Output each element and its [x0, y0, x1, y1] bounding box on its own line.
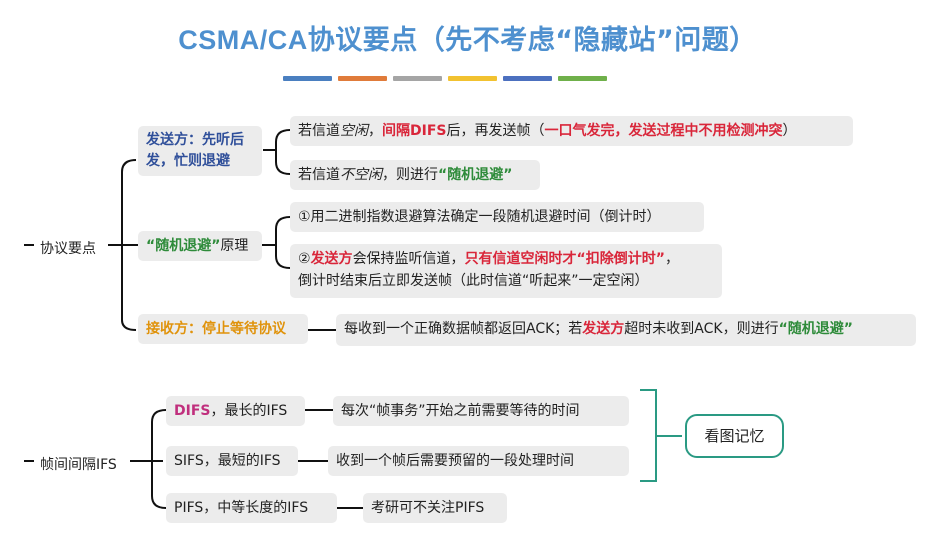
- color-bar-2: [338, 76, 387, 81]
- sifs-desc: 收到一个帧后需要预留的一段处理时间: [328, 446, 629, 476]
- color-bar-4: [448, 76, 497, 81]
- backoff-rule-2: ②发送方会保持监听信道，只有信道空闲时才“扣除倒计时”， 倒计时结束后立即发送帧…: [290, 244, 722, 298]
- pifs-node: PIFS，中等长度的IFS: [166, 493, 337, 523]
- title-latin: CSMA/CA: [178, 25, 308, 55]
- root-protocol-points: 协议要点: [40, 241, 96, 257]
- backoff-principle-node: “随机退避”原理: [138, 231, 262, 261]
- sender-label-line1: 发送方：先听后: [146, 132, 244, 148]
- busy-channel-node: 若信道不空闲，则进行“随机退避”: [290, 160, 540, 190]
- idle-channel-node: 若信道空闲，间隔DIFS后，再发送帧（一口气发完，发送过程中不用检测冲突）: [290, 116, 853, 146]
- sender-node: 发送方：先听后 发，忙则退避: [138, 126, 262, 176]
- difs-node: DIFS，最长的IFS: [166, 396, 305, 426]
- receiver-node: 接收方：停止等待协议: [138, 314, 308, 344]
- color-bar-3: [393, 76, 442, 81]
- memo-box: 看图记忆: [685, 414, 784, 458]
- color-bar-1: [283, 76, 332, 81]
- title-rest: 协议要点（先不考虑“隐藏站”问题）: [307, 25, 757, 56]
- pifs-desc: 考研可不关注PIFS: [363, 493, 507, 523]
- color-bar-5: [503, 76, 552, 81]
- color-bar-6: [558, 76, 607, 81]
- root-ifs: 帧间间隔IFS: [40, 457, 117, 473]
- page-title: CSMA/CA协议要点（先不考虑“隐藏站”问题）: [0, 18, 935, 57]
- backoff-rule-1: ①用二进制指数退避算法确定一段随机退避时间（倒计时）: [290, 202, 704, 232]
- sifs-node: SIFS，最短的IFS: [166, 446, 298, 476]
- ack-node: 每收到一个正确数据帧都返回ACK；若发送方超时未收到ACK，则进行“随机退避”: [336, 314, 916, 346]
- sender-label-line2: 发，忙则退避: [146, 153, 230, 169]
- difs-desc: 每次“帧事务”开始之前需要等待的时间: [333, 396, 629, 426]
